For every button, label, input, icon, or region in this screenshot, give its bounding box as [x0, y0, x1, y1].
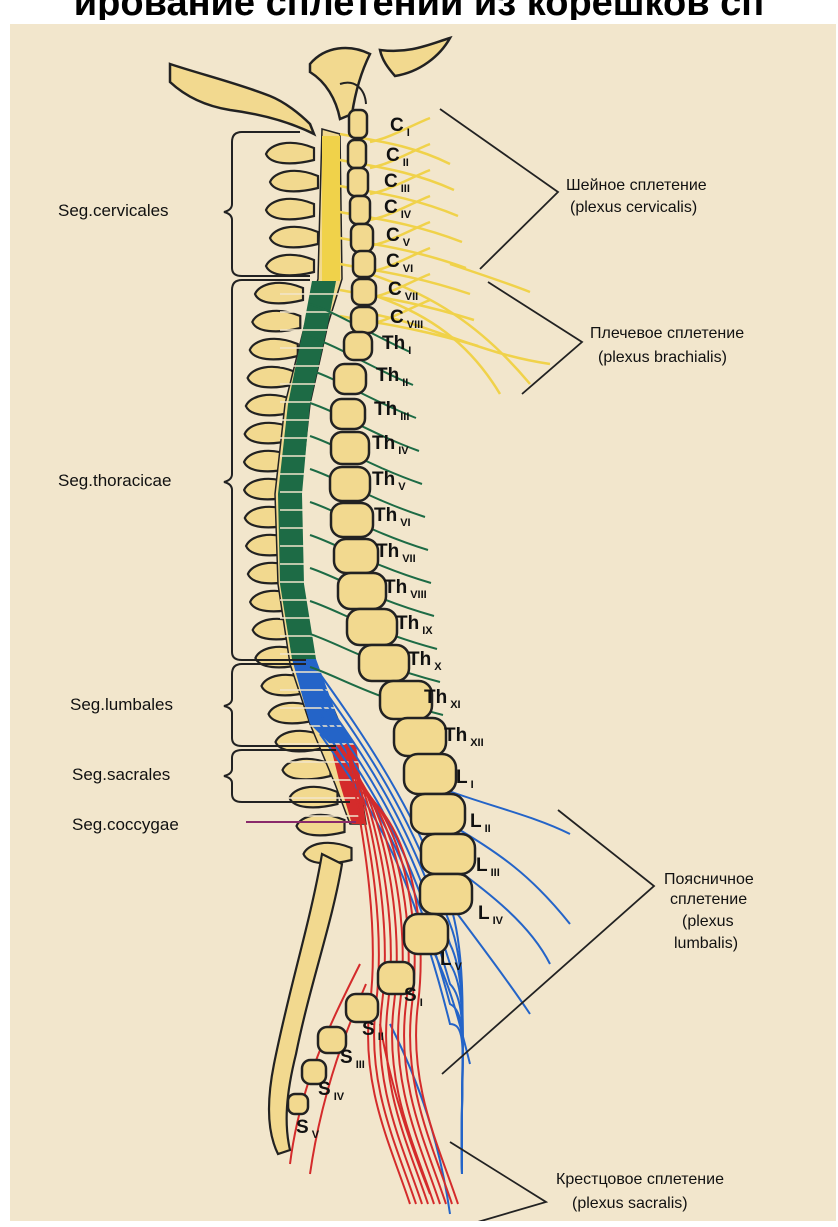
lumbar-plexus-label-2: сплетение: [670, 891, 747, 908]
vertebral-body: [411, 794, 465, 834]
seg-thoracicae-label: Seg.thoracicae: [58, 471, 171, 490]
vertebral-body: [350, 196, 370, 224]
lumbar-plexus-label-1: Поясничное: [664, 871, 754, 888]
seg-cervicales-label: Seg.cervicales: [58, 201, 169, 220]
vertebral-body: [359, 645, 409, 681]
vertebra-label: CV: [386, 225, 411, 249]
vertebral-body: [394, 718, 446, 756]
vertebral-body: [351, 307, 377, 333]
nerve-root: [370, 222, 430, 246]
vertebra-label: ThII: [376, 365, 408, 389]
spinous-process: [255, 283, 303, 304]
brachial-plexus-latin: (plexus brachialis): [598, 349, 727, 366]
plexus-pointer-lines: [440, 109, 654, 1221]
brachial-plexus-label: Плечевое сплетение: [590, 325, 744, 342]
vertebral-body: [349, 110, 367, 138]
vertebral-body: [334, 364, 366, 394]
cervical-plexus-latin: (plexus cervicalis): [570, 199, 697, 216]
vertebral-body: [404, 754, 456, 794]
spinous-process: [266, 143, 314, 164]
vertebral-body: [348, 168, 368, 196]
vertebral-body: [344, 332, 372, 360]
page-title: ирование сплетений из корешков сп: [0, 0, 838, 20]
vertebral-body: [352, 279, 376, 305]
nerve-root: [370, 144, 430, 168]
cervical-plexus-label: Шейное сплетение: [566, 177, 707, 194]
skull-base-bones: [170, 38, 450, 134]
vertebral-body: [351, 224, 373, 252]
seg-lumbales-label: Seg.lumbales: [70, 695, 173, 714]
spinous-process: [252, 311, 300, 332]
vertebral-body: [331, 399, 365, 429]
vertebral-body: [347, 609, 397, 645]
vertebral-body: [288, 1094, 308, 1114]
vertebral-body: [330, 467, 370, 501]
spinous-process: [270, 227, 318, 248]
vertebral-body: [404, 914, 448, 954]
vertebral-body: [334, 539, 378, 573]
vertebral-body: [346, 994, 378, 1022]
vertebral-body: [348, 140, 366, 168]
vertebral-body: [421, 834, 475, 874]
vertebral-body: [420, 874, 472, 914]
spinous-process: [297, 815, 345, 836]
spinous-process: [290, 787, 338, 808]
vertebral-body: [331, 432, 369, 464]
vertebral-body: [331, 503, 373, 537]
nerve-root: [370, 248, 430, 272]
nerve-root: [450, 264, 530, 292]
lumbar-plexus-label-4: lumbalis): [674, 935, 738, 952]
seg-sacrales-label: Seg.sacrales: [72, 765, 170, 784]
vertebra-label: ThX: [408, 649, 442, 673]
vertebral-body: [353, 251, 375, 277]
vertebral-body: [338, 573, 386, 609]
sacral-plexus-latin: (plexus sacralis): [572, 1195, 688, 1212]
spinous-process: [266, 255, 314, 276]
spinous-process: [250, 339, 298, 360]
lumbar-plexus-label-3: (plexus: [682, 913, 734, 930]
vertebra-label: SV: [296, 1117, 320, 1141]
spinous-process: [266, 199, 314, 220]
spinous-process: [270, 171, 318, 192]
seg-coccygae-label: Seg.coccygae: [72, 815, 179, 834]
sacral-plexus-label: Крестцовое сплетение: [556, 1171, 724, 1188]
